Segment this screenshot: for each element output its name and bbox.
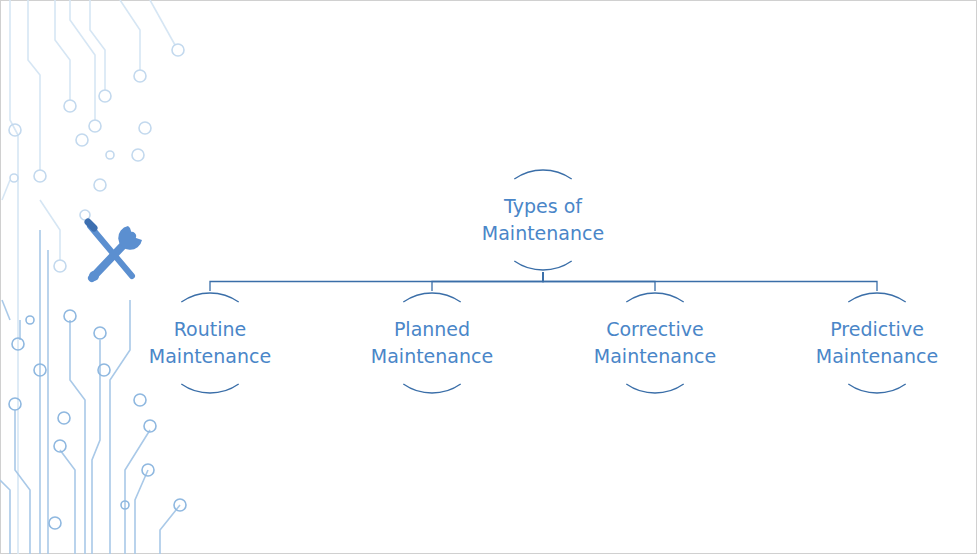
node-label: Planned Maintenance bbox=[357, 316, 507, 370]
circle-arc bbox=[848, 384, 905, 393]
category-node: Types of Maintenance bbox=[460, 168, 626, 272]
node-label: Types of Maintenance bbox=[468, 193, 618, 247]
circle-outline bbox=[572, 291, 738, 395]
circle-arc bbox=[626, 293, 683, 302]
tools-icon bbox=[88, 222, 142, 281]
node-label: Corrective Maintenance bbox=[580, 316, 730, 370]
node-label: Routine Maintenance bbox=[135, 316, 285, 370]
circle-outline bbox=[460, 168, 626, 272]
category-node: Corrective Maintenance bbox=[572, 291, 738, 395]
circle-arc bbox=[848, 293, 905, 302]
category-node: Planned Maintenance bbox=[349, 291, 515, 395]
circle-arc bbox=[403, 293, 460, 302]
tree-connector bbox=[432, 272, 543, 291]
circle-outline bbox=[349, 291, 515, 395]
category-node: Routine Maintenance bbox=[127, 291, 293, 395]
circle-arc bbox=[626, 384, 683, 393]
category-node: Predictive Maintenance bbox=[794, 291, 960, 395]
circle-arc bbox=[181, 293, 238, 302]
connector-line bbox=[543, 272, 877, 291]
circle-outline bbox=[794, 291, 960, 395]
node-label: Predictive Maintenance bbox=[802, 316, 952, 370]
circle-arc bbox=[403, 384, 460, 393]
circle-arc bbox=[514, 170, 571, 179]
circle-arc bbox=[181, 384, 238, 393]
tree-connector bbox=[210, 272, 543, 291]
connector-line bbox=[432, 272, 543, 291]
circle-arc bbox=[514, 261, 571, 270]
connector-line bbox=[210, 272, 543, 291]
tree-connector bbox=[543, 272, 877, 291]
circle-outline bbox=[127, 291, 293, 395]
